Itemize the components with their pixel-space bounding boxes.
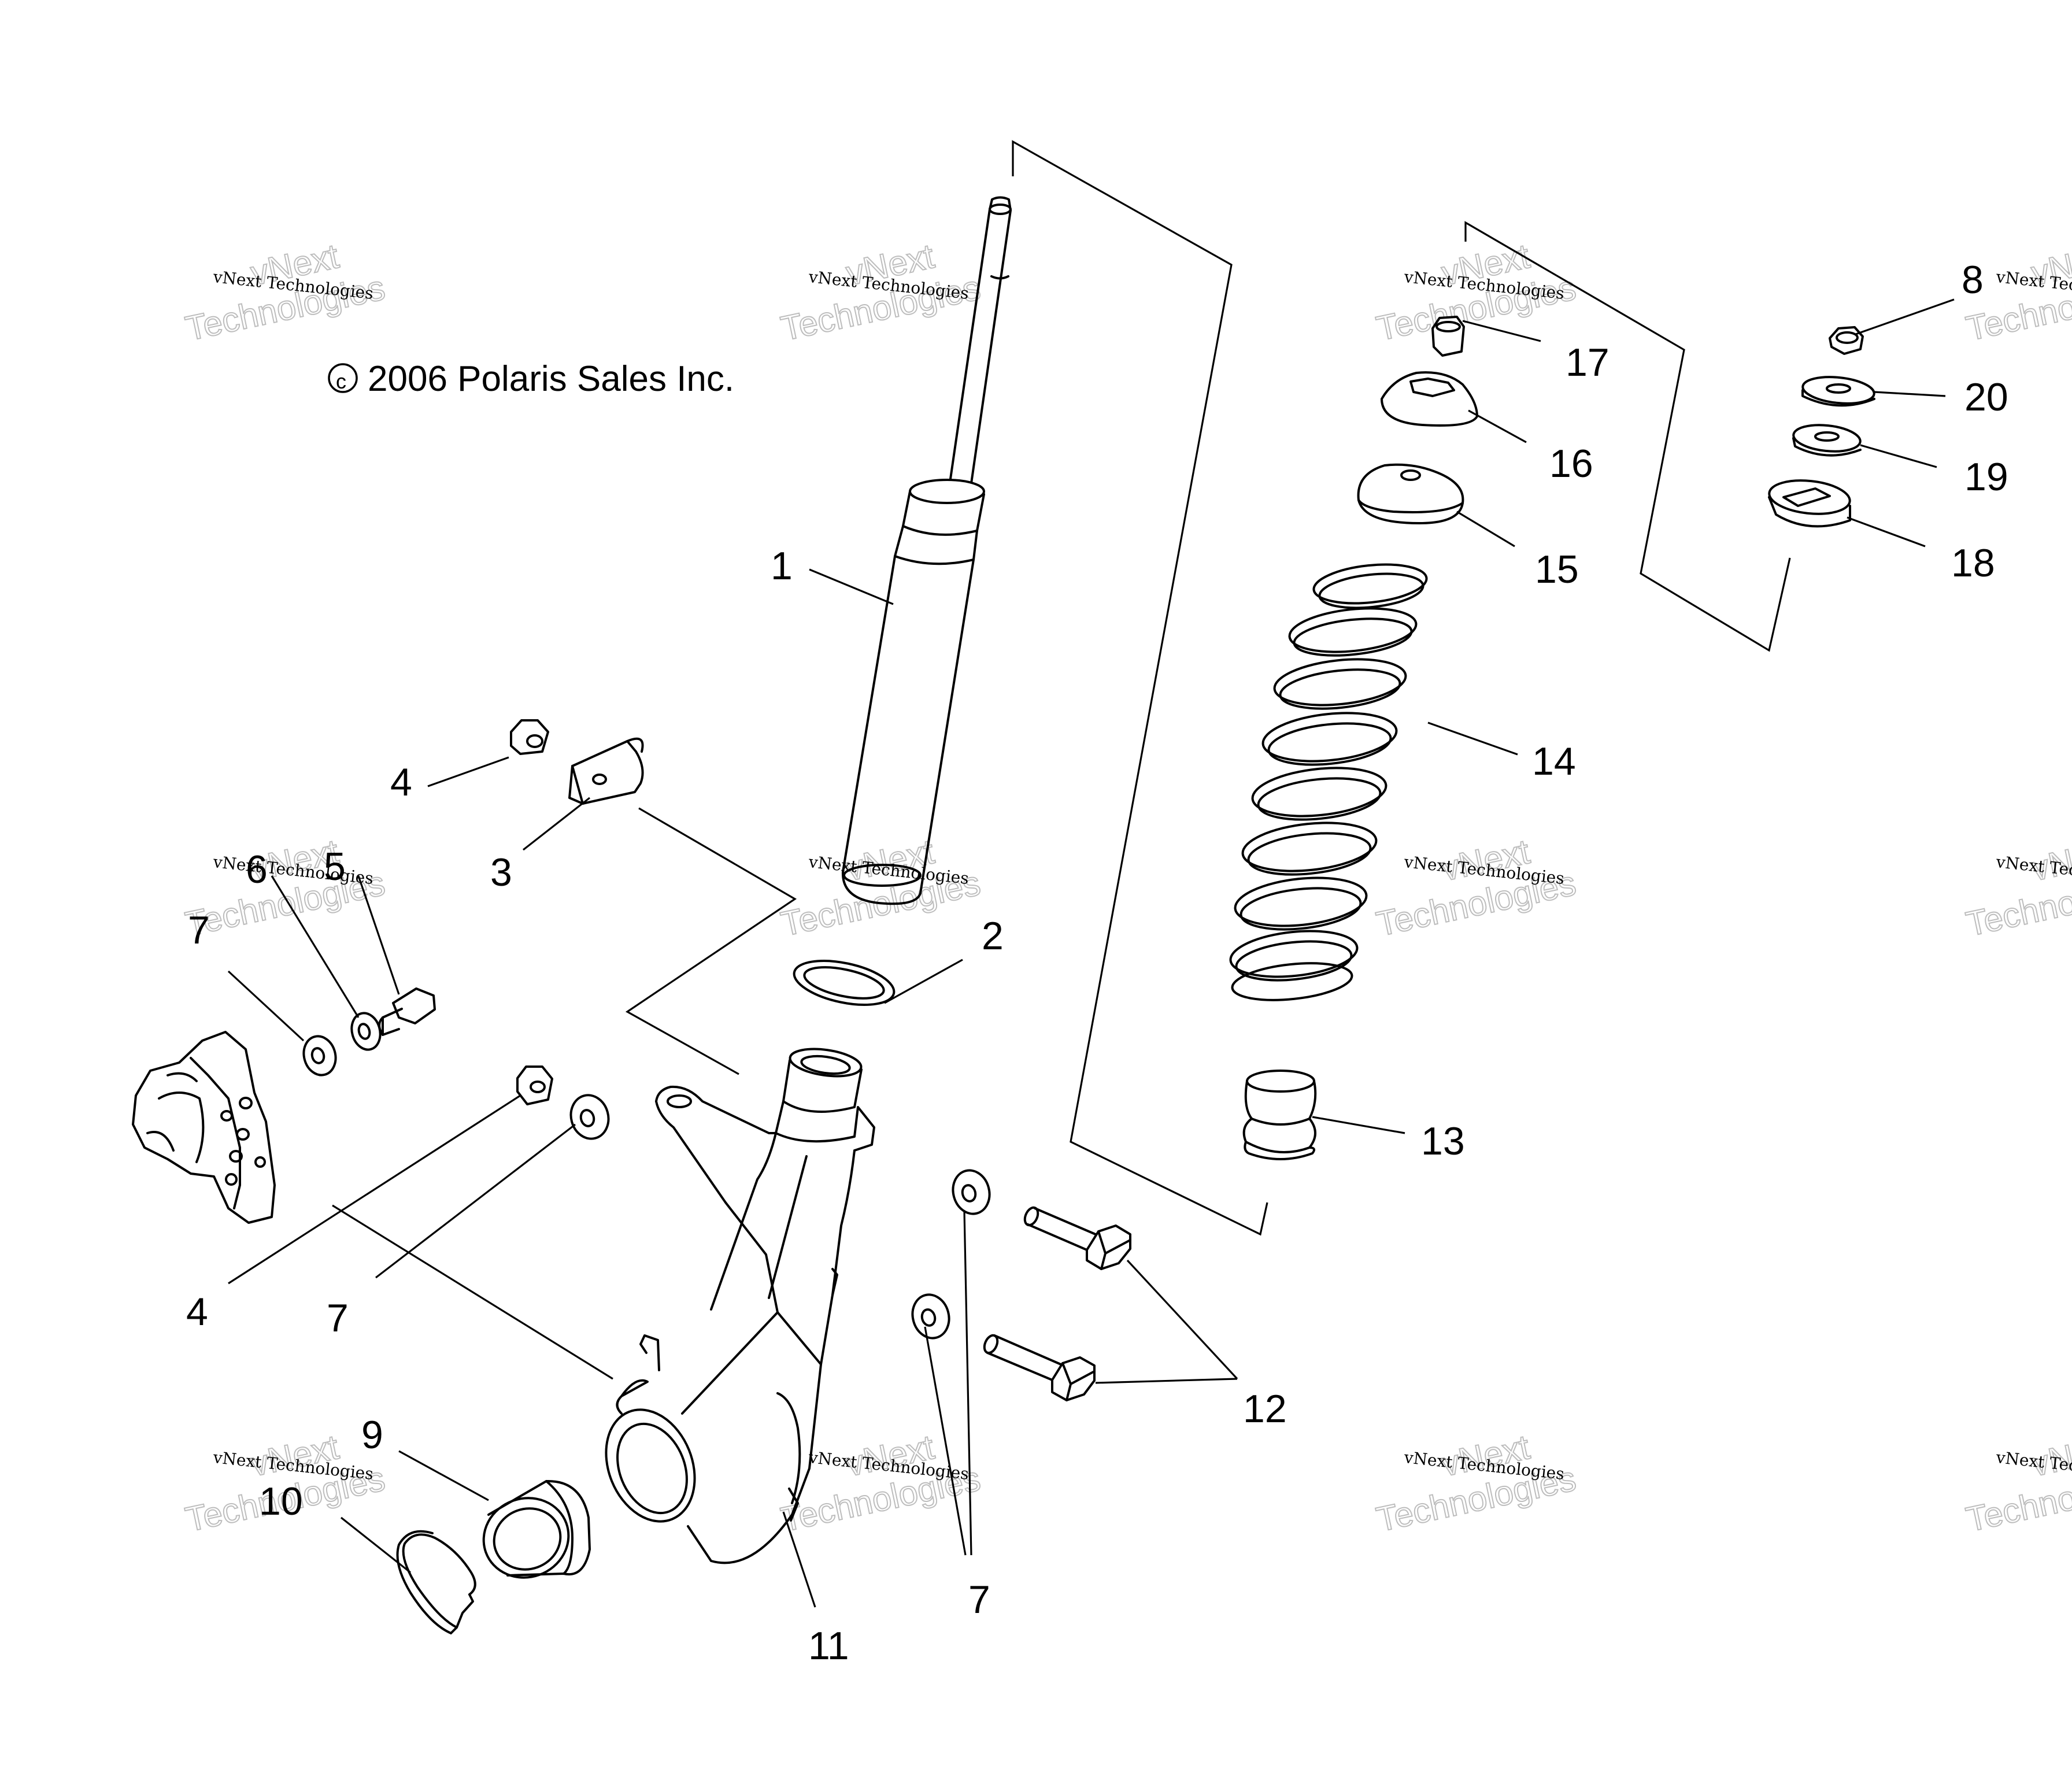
callout-4-top: 4 (390, 760, 412, 804)
part-11-steering-knuckle (605, 1048, 875, 1564)
part-12-bolt-upper (1023, 1206, 1131, 1270)
callout-numbers: 1 2 3 4 4 5 6 7 7 7 8 9 10 11 12 13 14 1… (186, 258, 2008, 1668)
callout-19: 19 (1964, 455, 2008, 499)
part-1-strut-cartridge (841, 196, 1012, 905)
watermark-12: vNext Technologies (1962, 1427, 2072, 1540)
callout-8: 8 (1962, 258, 1984, 302)
callout-7-bolts: 7 (968, 1578, 990, 1622)
callout-7-caliper: 7 (188, 908, 210, 952)
part-5-bolt (378, 987, 436, 1036)
part-7-washer-upper-bolt (952, 1169, 991, 1215)
callout-6: 6 (246, 848, 268, 891)
part-7-washer-lower-bolt (911, 1293, 950, 1340)
watermarks: vNext Technologies vNext Technologies vN… (182, 236, 2072, 1540)
part-7-washer-knuckle (569, 1094, 610, 1140)
part-14-coil-spring (1229, 563, 1428, 1001)
part-17-nut (1431, 316, 1465, 357)
brake-caliper (132, 1031, 276, 1224)
part-18-bushing (1768, 479, 1851, 528)
part-6-washer (350, 1012, 382, 1051)
callout-18: 18 (1951, 541, 1995, 585)
part-2-o-ring (793, 960, 896, 1006)
part-16-upper-spring-cup (1381, 371, 1478, 427)
callout-4-lower: 4 (186, 1290, 208, 1334)
part-7-washer-caliper (302, 1035, 337, 1076)
callout-10: 10 (259, 1479, 303, 1523)
part-20-washer (1801, 376, 1875, 407)
assembly-brackets (625, 140, 1791, 1236)
callout-14: 14 (1532, 739, 1576, 783)
part-12-bolt-lower (983, 1334, 1096, 1401)
copyright-symbol-icon (328, 363, 358, 393)
leader-lines (227, 298, 1955, 1608)
callout-13: 13 (1421, 1119, 1465, 1163)
part-13-jounce-bumper (1242, 1070, 1317, 1160)
copyright-notice: c 2006 Polaris Sales Inc. (328, 359, 734, 399)
callout-9: 9 (361, 1413, 383, 1457)
knuckle-assembly-bracket (625, 807, 797, 1075)
watermark-8: vNext Technologies (1962, 831, 2072, 944)
callout-5: 5 (324, 845, 346, 889)
copyright-c: c (336, 369, 346, 393)
part-8-nut (1829, 326, 1864, 355)
copyright-text: 2006 Polaris Sales Inc. (368, 359, 734, 399)
strut-assembly-bracket (1012, 140, 1268, 1236)
callout-15: 15 (1535, 547, 1579, 591)
callout-12: 12 (1243, 1387, 1287, 1431)
callout-1: 1 (771, 544, 793, 588)
callout-11: 11 (808, 1624, 849, 1668)
callout-7-knuckle: 7 (327, 1296, 349, 1340)
part-10-snap-ring (396, 1530, 476, 1634)
part-15-spring-seat (1357, 463, 1464, 524)
part-19-washer (1792, 424, 1862, 457)
part-9-wheel-bearing (482, 1479, 591, 1579)
callout-16: 16 (1549, 442, 1593, 486)
callout-3: 3 (490, 850, 512, 894)
part-4-nut-lower (516, 1065, 553, 1105)
callout-2: 2 (982, 914, 1004, 958)
callout-17: 17 (1566, 341, 1610, 384)
part-3-clamp (568, 737, 644, 805)
top-mount-assembly-bracket (1464, 221, 1791, 652)
part-4-nut-top (510, 719, 549, 755)
callout-20: 20 (1964, 375, 2008, 419)
